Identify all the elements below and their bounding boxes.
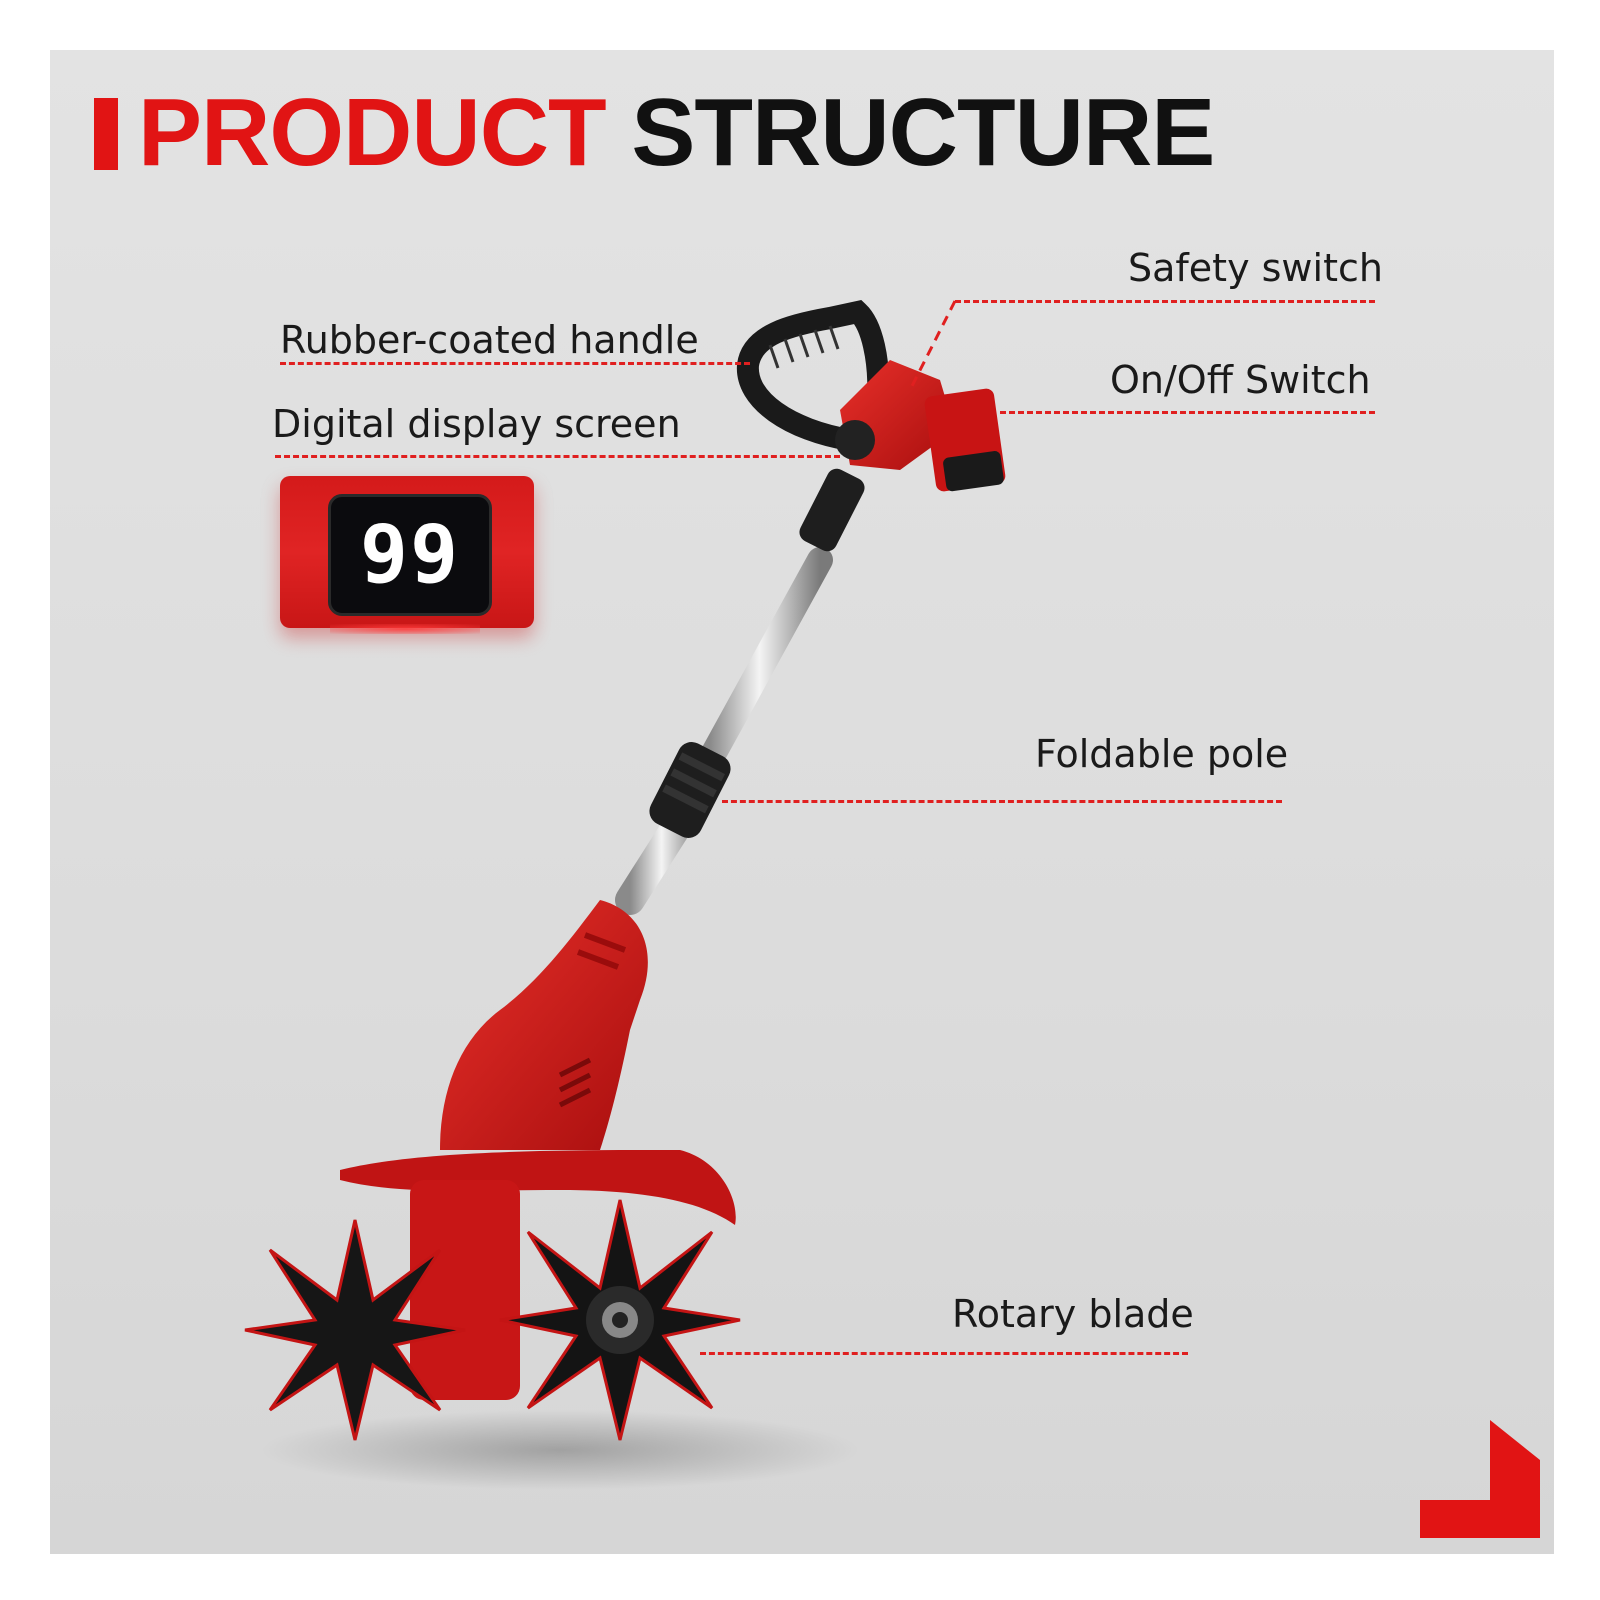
corner-arrow-icon (1420, 1420, 1540, 1538)
label-foldable-pole: Foldable pole (1035, 732, 1289, 776)
rotary-blade-left (244, 1219, 466, 1441)
label-safety-switch: Safety switch (1128, 246, 1383, 290)
battery-pack (924, 388, 1006, 492)
handle-grip-ridges (768, 325, 840, 369)
switch-pivot (835, 420, 875, 460)
fender-guard (340, 1150, 736, 1225)
title-part-product: PRODUCT (138, 79, 607, 186)
neck-ridges (576, 932, 627, 970)
label-on-off-switch: On/Off Switch (1110, 358, 1371, 402)
leader-safety-switch (955, 300, 1375, 303)
rotary-blade-right (499, 1199, 741, 1441)
title-accent-bar (94, 98, 118, 170)
leader-on-off-switch (1000, 411, 1375, 414)
label-rubber-handle: Rubber-coated handle (280, 318, 699, 362)
pole-middle (697, 547, 833, 773)
ground-shadow (260, 1410, 860, 1490)
title-part-structure: STRUCTURE (631, 79, 1215, 186)
gear-box (410, 1180, 520, 1400)
motor-vents (558, 1057, 592, 1108)
label-digital-display: Digital display screen (272, 402, 681, 446)
display-glow (330, 624, 480, 634)
page-title: PRODUCT STRUCTURE (138, 78, 1215, 188)
leader-digital-display (275, 455, 840, 458)
motor-housing (440, 900, 648, 1150)
leader-rubber-handle (280, 362, 750, 365)
label-rotary-blade: Rotary blade (952, 1292, 1194, 1336)
pole-lock-collar (649, 742, 731, 838)
leader-foldable-pole (722, 800, 1282, 803)
leader-rotary-blade (700, 1352, 1188, 1355)
display-value: 99 (359, 508, 461, 601)
digital-display-inset: 99 (280, 476, 534, 628)
pole-upper-collar (799, 468, 865, 552)
display-screen: 99 (328, 494, 492, 616)
rubber-handle (736, 300, 890, 451)
